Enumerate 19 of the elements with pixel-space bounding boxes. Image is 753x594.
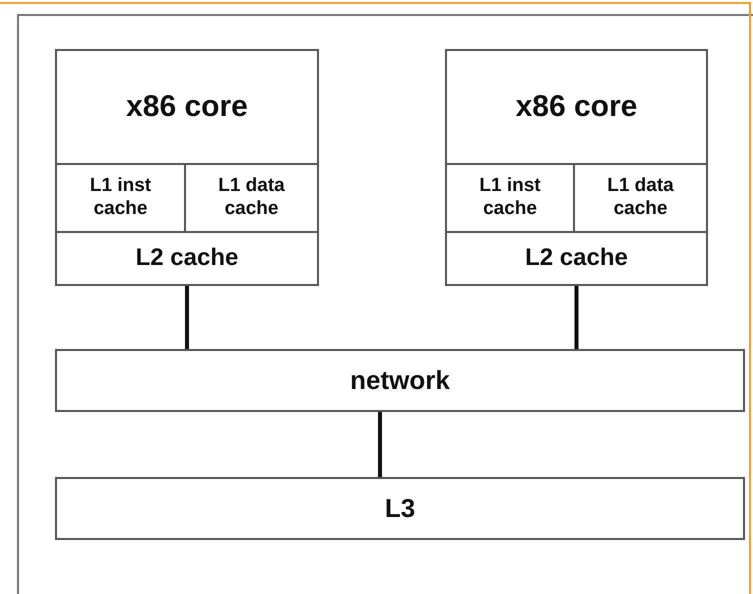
box-label: L2 cache [136,244,238,273]
box-label: L2 cache [525,244,628,273]
box-label: x86 core [126,89,248,125]
box-label: L1 data cache [606,175,675,221]
cache-box [55,477,745,540]
connector-line [378,412,382,477]
network-box [55,349,745,412]
cache-box [55,231,319,286]
box-label: L1 data cache [217,175,286,221]
connector-line [574,286,578,349]
box-label: x86 core [516,89,638,125]
core-box [445,49,708,165]
box-label: network [350,364,450,396]
box-label: L1 inst cache [478,175,542,221]
box-label: L3 [384,492,416,524]
core-box [55,49,319,165]
cache-box [445,231,708,286]
connector-line [185,286,189,349]
box-label: L1 inst cache [88,175,152,221]
